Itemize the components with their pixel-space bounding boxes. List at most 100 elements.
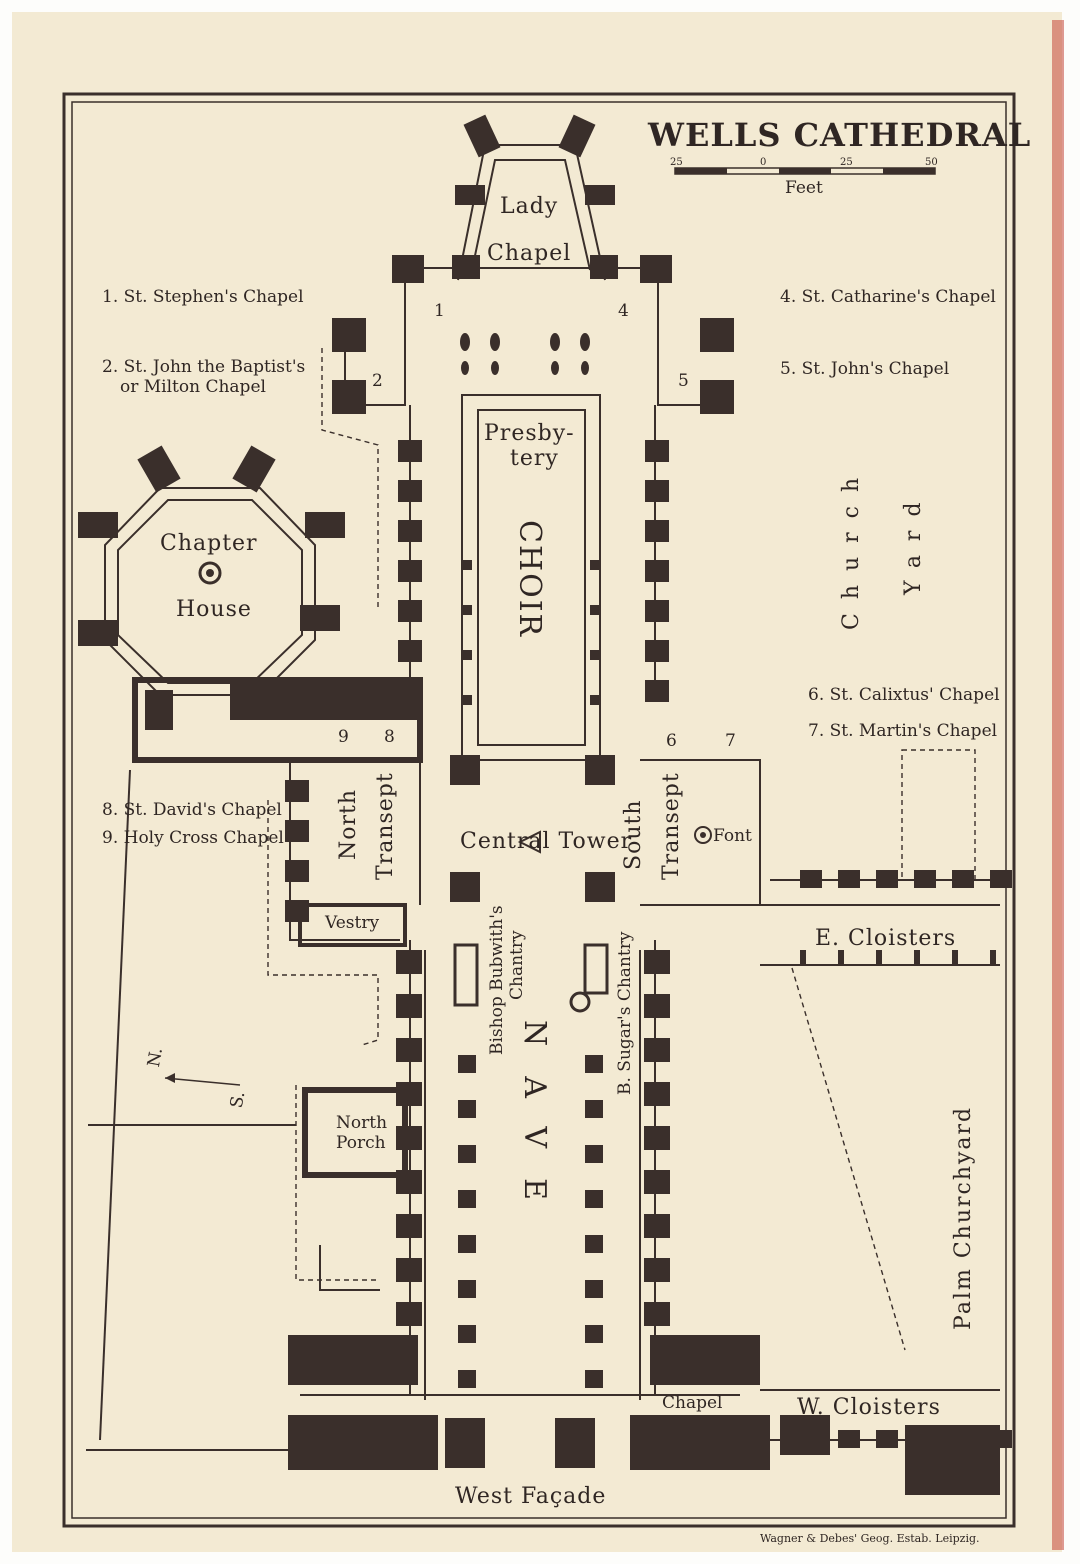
scale-tick: 25 (670, 157, 683, 168)
buttress (396, 1082, 422, 1106)
label-chapter: Chapter (160, 531, 258, 556)
buttress (644, 1302, 670, 1326)
num-6: 6 (666, 731, 677, 751)
buttress (876, 870, 898, 888)
legend-4: 4. St. Catharine's Chapel (780, 287, 996, 307)
buttress (838, 950, 844, 966)
num-1: 1 (434, 301, 445, 321)
buttress (990, 950, 996, 966)
label-e-cloisters: E. Cloisters (815, 926, 956, 951)
nave-pier (458, 1325, 476, 1343)
label-house: House (176, 597, 252, 622)
buttress (914, 950, 920, 966)
choir-pier (590, 605, 600, 615)
precinct-line (791, 967, 906, 1351)
imprint: Wagner & Debes' Geog. Estab. Leipzig. (760, 1532, 980, 1545)
buttress (398, 560, 422, 582)
label-lady: Lady (500, 194, 558, 219)
compass-n: N. (144, 1046, 167, 1068)
label-south-transept-b: Transept (659, 772, 684, 880)
nave-pier (585, 1145, 603, 1163)
buttress (644, 1170, 670, 1194)
compass-s: S. (227, 1090, 250, 1110)
boundary-line (99, 769, 131, 1441)
buttress (396, 1302, 422, 1326)
nave-pier (458, 1145, 476, 1163)
buttress (645, 480, 669, 502)
label-presby: Presby- (484, 421, 575, 446)
buttress (645, 440, 669, 462)
num-9: 9 (338, 727, 349, 747)
label-bubwith-b: Chantry (507, 930, 527, 1000)
label-north-porch-a: North (336, 1113, 387, 1133)
legend-8: 8. St. David's Chapel (102, 800, 282, 820)
nave-piers (458, 560, 603, 1388)
label-chapel-sw: Chapel (662, 1393, 722, 1413)
nave-pier (585, 1280, 603, 1298)
choir-pier (590, 560, 600, 570)
legend-7: 7. St. Martin's Chapel (808, 721, 997, 741)
label-vestry: Vestry (324, 913, 379, 933)
nave-pier (458, 1280, 476, 1298)
nave-pier (458, 1190, 476, 1208)
buttress (800, 870, 822, 888)
nave-pier (585, 1370, 603, 1388)
chantries (453, 943, 609, 1013)
buttress (398, 640, 422, 662)
buttress (285, 900, 309, 922)
aisle-buttresses (285, 440, 1012, 1448)
label-chapel: Chapel (487, 241, 571, 266)
precinct-line (267, 800, 379, 1046)
label-central-tower: Central Tower (460, 829, 632, 854)
buttress (398, 440, 422, 462)
scale-unit: Feet (785, 178, 823, 198)
legend-1: 1. St. Stephen's Chapel (102, 287, 304, 307)
nave-pier (458, 1370, 476, 1388)
buttress (838, 870, 860, 888)
choir-pier (462, 650, 472, 660)
buttress (644, 950, 670, 974)
buttress (398, 480, 422, 502)
num-8: 8 (384, 727, 395, 747)
crossing-piers (450, 755, 712, 902)
label-palm: Palm Churchyard (951, 1106, 976, 1330)
buttress (285, 780, 309, 802)
label-font: Font (713, 826, 752, 846)
label-south-transept-a: South (621, 800, 646, 871)
buttress (396, 1126, 422, 1150)
buttress (398, 600, 422, 622)
outer-frame (62, 92, 1016, 1528)
label-north-transept-b: Transept (373, 772, 398, 880)
buttress (914, 870, 936, 888)
label-w-cloisters: W. Cloisters (797, 1395, 941, 1420)
choir-pier (462, 605, 472, 615)
choir-pier (462, 560, 472, 570)
precinct-line (321, 348, 379, 610)
num-5: 5 (678, 371, 689, 391)
nave-pier (585, 1235, 603, 1253)
buttress (285, 820, 309, 842)
label-tery: tery (510, 446, 559, 471)
buttress (645, 680, 669, 702)
legend-2a: 2. St. John the Baptist's (102, 357, 305, 377)
nave-pier (585, 1190, 603, 1208)
nave-pier (585, 1325, 603, 1343)
scale-tick: 0 (760, 157, 766, 168)
label-north-transept-a: North (336, 789, 361, 860)
buttress (645, 600, 669, 622)
choir-pier (590, 695, 600, 705)
scale-bar: 25 0 25 50 Feet (670, 157, 938, 198)
legend-6: 6. St. Calixtus' Chapel (808, 685, 1000, 705)
buttress (952, 950, 958, 966)
legend-5: 5. St. John's Chapel (780, 359, 949, 379)
nave-pier (458, 1055, 476, 1073)
buttress (644, 1082, 670, 1106)
buttress (990, 870, 1012, 888)
buttress (645, 560, 669, 582)
choir-pier (590, 650, 600, 660)
buttress (876, 950, 882, 966)
buttress (644, 1038, 670, 1062)
nave-pier (585, 1100, 603, 1118)
nave-pier (458, 1100, 476, 1118)
